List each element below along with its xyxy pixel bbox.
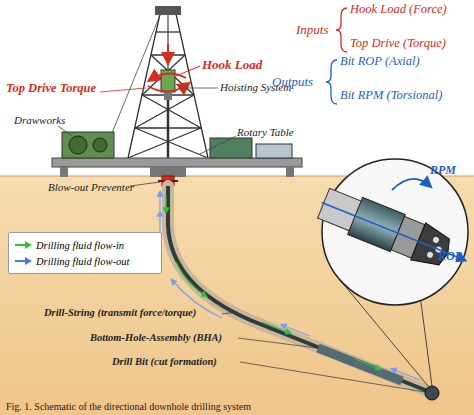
bha: [318, 348, 402, 381]
rig-floor: [52, 158, 302, 167]
legend-arrow: [14, 241, 32, 249]
output-label: Bit ROP (Axial): [340, 55, 420, 69]
part-label: Drawworks: [14, 114, 65, 126]
legend-row: Drilling fluid flow-in: [14, 237, 156, 253]
legend-box: Drilling fluid flow-inDrilling fluid flo…: [8, 232, 162, 274]
drill-bit: [425, 386, 439, 400]
force-label: Hook Load: [202, 58, 262, 72]
input-label: Hook Load (Force): [350, 3, 447, 17]
motion-label: ROP: [438, 250, 462, 263]
outputs-brace: [326, 60, 337, 104]
inputs-brace: [336, 8, 347, 52]
legend-text: Drilling fluid flow-out: [36, 256, 129, 267]
group-label: Inputs: [296, 23, 329, 37]
drawworks-machine: [62, 132, 114, 158]
crown-block: [155, 6, 181, 15]
part-label: Blow-out Preventer: [48, 181, 134, 193]
legend-row: Drilling fluid flow-out: [14, 253, 156, 269]
legend-arrow: [14, 257, 32, 265]
rotary-table-machine: [210, 138, 252, 158]
motion-label: RPM: [430, 164, 456, 177]
bit-closeup: [314, 184, 472, 279]
part-label: Rotary Table: [237, 126, 294, 138]
part-label: Bottom-Hole-Assembly (BHA): [90, 332, 222, 344]
torque-label: Top Drive Torque: [6, 82, 96, 96]
part-label: Hoisting System: [220, 81, 291, 93]
legend-text: Drilling fluid flow-in: [36, 240, 124, 251]
output-label: Bit RPM (Torsional): [340, 89, 442, 103]
input-label: Top Drive (Torque): [350, 37, 446, 51]
figure-caption: Fig. 1. Schematic of the directional dow…: [6, 401, 251, 412]
rpm-arrow: [392, 179, 430, 190]
part-label: Drill Bit (cut formation): [112, 356, 217, 368]
zoom-circle: [322, 159, 468, 305]
part-label: Drill-String (transmit force/torque): [44, 307, 196, 319]
